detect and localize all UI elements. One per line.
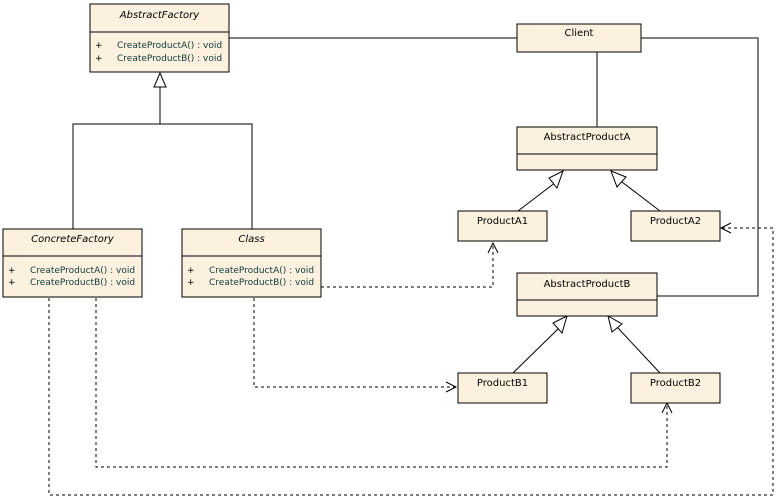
dependency-concretefactory-productb2 [95, 298, 668, 468]
class-name: ProductA1 [477, 216, 528, 227]
generalization-productb1-abstractproductb [512, 326, 561, 374]
class-productb1[interactable]: ProductB1 [457, 372, 548, 404]
class-producta1[interactable]: ProductA1 [457, 210, 548, 242]
operation-create-product-a: CreateProductA() : void [30, 266, 135, 276]
operation-visibility: + [187, 278, 195, 288]
class-name: Class [238, 234, 264, 245]
operation-create-product-b: CreateProductB() : void [209, 278, 314, 288]
operation-visibility: + [95, 54, 103, 64]
operation-visibility: + [95, 41, 103, 51]
generalization-lines [72, 71, 661, 374]
operation-visibility: + [8, 278, 16, 288]
class-concretefactory[interactable]: ConcreteFactory + CreateProductA() : voi… [2, 228, 143, 298]
dependency-arrowhead-producta2 [719, 222, 732, 234]
association-client-abstractproductb [641, 37, 759, 297]
generalization-producta1-abstractproducta [517, 181, 557, 212]
generalization-concretefactory-abstractfactory [72, 87, 161, 229]
generalization-arrowhead-productb1 [552, 315, 568, 334]
class-name: AbstractFactory [119, 10, 201, 21]
class-name: ProductA2 [650, 216, 701, 227]
dependency-class-productb1 [253, 298, 456, 388]
operation-visibility: + [8, 266, 16, 276]
dependency-lines [48, 222, 774, 496]
class-name: ProductB1 [477, 378, 528, 389]
class-class[interactable]: Class + CreateProductA() : void + Create… [181, 228, 322, 298]
generalization-arrowhead-abstractfactory [153, 71, 167, 88]
generalization-arrowhead-producta2 [610, 170, 627, 188]
dependency-concretefactory-producta2 [48, 227, 774, 496]
class-abstractfactory[interactable]: AbstractFactory + CreateProductA() : voi… [89, 3, 230, 73]
operation-create-product-b: CreateProductB() : void [117, 54, 222, 64]
class-name: Client [565, 28, 594, 39]
generalization-arrowhead-productb2 [607, 314, 623, 333]
operation-create-product-a: CreateProductA() : void [117, 41, 222, 51]
generalization-producta2-abstractproducta [621, 181, 661, 212]
operation-create-product-a: CreateProductA() : void [209, 266, 314, 276]
dependency-arrowhead-producta1 [487, 241, 499, 254]
dependency-arrowhead-productb1 [445, 381, 458, 393]
generalization-class-abstractfactory [160, 123, 253, 229]
class-name: AbstractProductB [544, 279, 631, 290]
generalization-productb2-abstractproductb [616, 326, 661, 374]
association-lines [229, 37, 759, 297]
class-client[interactable]: Client [516, 23, 642, 53]
class-name: ProductB2 [650, 378, 701, 389]
class-productb2[interactable]: ProductB2 [630, 372, 721, 404]
class-name: ConcreteFactory [31, 234, 115, 245]
class-abstractproducta[interactable]: AbstractProductA [516, 126, 658, 171]
class-name: AbstractProductA [544, 132, 631, 143]
class-abstractproductb[interactable]: AbstractProductB [516, 272, 658, 317]
operation-visibility: + [187, 266, 195, 276]
operation-create-product-b: CreateProductB() : void [30, 278, 135, 288]
dependency-class-producta1 [321, 245, 494, 288]
generalization-arrowhead-producta1 [548, 169, 564, 190]
class-producta2[interactable]: ProductA2 [630, 210, 721, 242]
